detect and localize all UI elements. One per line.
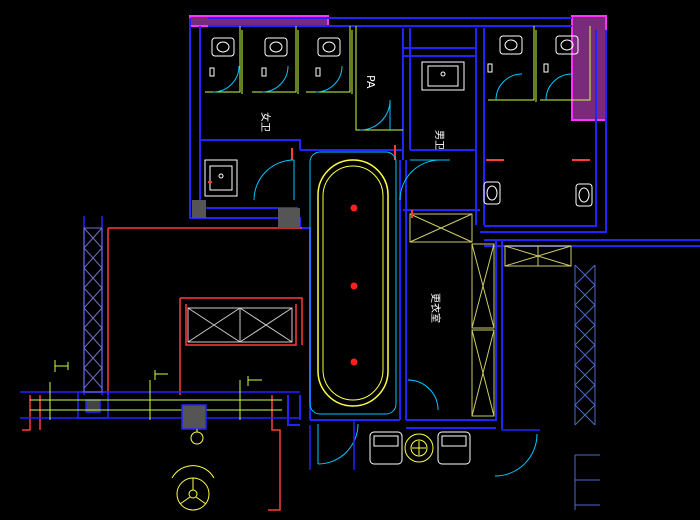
storage-cabinets: [187, 307, 293, 343]
wash-basins: [204, 61, 465, 197]
outer-walls: [189, 17, 700, 430]
locker-grid: [409, 213, 572, 417]
left-truss-column: [83, 227, 103, 393]
label-mens-wc: 男卫: [433, 130, 445, 150]
mens-toilet-stalls: [488, 26, 591, 102]
round-symbols: [171, 429, 215, 511]
lounge-furniture: [369, 431, 471, 465]
right-blue-stubs: [309, 420, 540, 470]
womens-toilets: [209, 37, 341, 77]
central-pool: [309, 151, 397, 415]
structural-column: [181, 200, 300, 430]
corridor-axis-lines: [30, 360, 282, 420]
corridor-walls: [22, 227, 303, 511]
label-womens-wc: 女卫: [259, 112, 272, 132]
corridor-blue-lines: [20, 216, 300, 419]
pool-lights: [350, 204, 358, 366]
right-truss-column: [574, 264, 600, 510]
door-swings: [212, 65, 573, 477]
womens-toilet-stalls: [205, 26, 403, 131]
label-changing-room: 更衣室: [429, 293, 442, 323]
mens-toilets: [483, 35, 593, 207]
label-pa: PA: [364, 75, 377, 89]
red-partition-stubs: [208, 145, 590, 218]
